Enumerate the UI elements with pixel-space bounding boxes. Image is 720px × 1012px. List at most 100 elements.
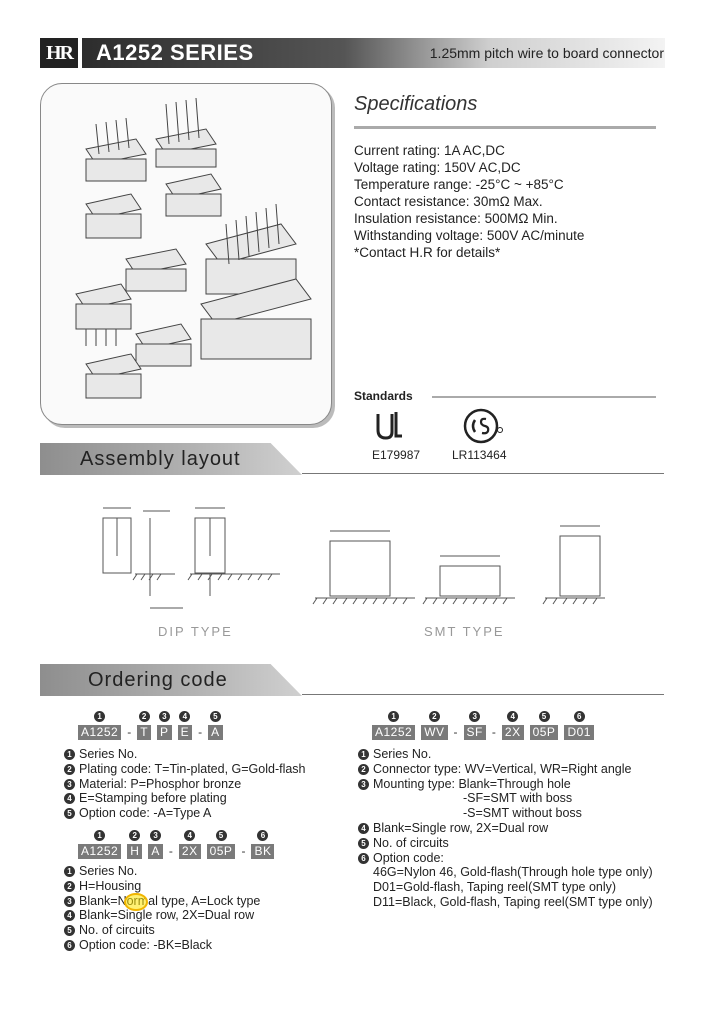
code-separator: - xyxy=(127,725,132,739)
connector-illustrations xyxy=(75,97,312,399)
list-item-text: Blank=Single row, 2X=Dual row xyxy=(373,820,549,835)
list-item-text: Option code: xyxy=(373,850,444,865)
list-item-continuation: D01=Gold-flash, Taping reel(SMT type onl… xyxy=(373,880,617,895)
number-bullet: 6 xyxy=(358,852,369,864)
ordering-divider xyxy=(302,694,664,695)
list-item-text: Connector type: WV=Vertical, WR=Right an… xyxy=(373,761,632,776)
code-number: 1 xyxy=(94,830,106,841)
list-item: 5 No. of circuits xyxy=(358,836,653,851)
number-bullet: 4 xyxy=(64,793,75,805)
number-bullet: 3 xyxy=(64,895,75,907)
code-number: 4 xyxy=(184,830,196,841)
code-separator: - xyxy=(198,725,203,739)
list-item: 3 Mounting type: Blank=Through hole xyxy=(358,777,653,792)
code-number: 5 xyxy=(215,830,227,841)
list-item: 4 E=Stamping before plating xyxy=(64,791,306,806)
code-separator: - xyxy=(241,844,246,858)
code-value: H xyxy=(127,844,143,859)
code-number: 3 xyxy=(150,830,162,841)
spec-withstanding-voltage: Withstanding voltage: 500V AC/minute xyxy=(354,228,585,243)
list-item-text: No. of circuits xyxy=(373,835,449,850)
code-value: BK xyxy=(251,844,275,859)
dip-type-label: DIP TYPE xyxy=(158,624,233,639)
code-number: 6 xyxy=(257,830,269,841)
code-number: 1 xyxy=(94,711,106,722)
list-item-text: Mounting type: Blank=Through hole xyxy=(373,776,571,791)
comment-highlight-annotation[interactable] xyxy=(124,893,148,911)
list-item-text: E=Stamping before plating xyxy=(79,791,227,806)
list-item-text: Series No. xyxy=(373,747,432,761)
number-bullet: 1 xyxy=(64,749,75,760)
list-item-continuation: D11=Black, Gold-flash, Taping reel(SMT t… xyxy=(373,894,653,909)
list-item-text: Material: P=Phosphor bronze xyxy=(79,776,242,791)
list-item: 1 Series No. xyxy=(358,747,653,762)
assembly-divider xyxy=(302,473,664,474)
csa-file-number: LR113464 xyxy=(452,448,507,462)
code-value: A1252 xyxy=(78,725,122,740)
code-value: A1252 xyxy=(78,844,122,859)
code-number: 5 xyxy=(538,711,550,722)
code-value: 05P xyxy=(206,844,236,859)
code-number: 6 xyxy=(573,711,585,722)
list-item-continuation: 46G=Nylon 46, Gold-flash(Through hole ty… xyxy=(373,865,653,880)
specifications-divider xyxy=(354,126,656,129)
csa-certification-icon xyxy=(463,408,503,444)
number-bullet: 3 xyxy=(358,778,369,790)
product-photo xyxy=(40,83,332,425)
code-value: T xyxy=(137,725,152,740)
code-separator: - xyxy=(168,844,173,858)
code-separator: - xyxy=(491,725,496,739)
code-value: E xyxy=(177,725,193,740)
code-value: 2X xyxy=(178,844,201,859)
code-number: 2 xyxy=(129,830,141,841)
assembly-drawings xyxy=(102,507,605,609)
list-item-text: No. of circuits xyxy=(79,923,155,938)
specifications-list: Current rating: 1A AC,DC Voltage rating:… xyxy=(354,142,584,261)
code-separator: - xyxy=(453,725,458,739)
list-item-text: Option code: -A=Type A xyxy=(79,806,212,821)
code-number: 4 xyxy=(179,711,191,722)
list-item-text: H=Housing xyxy=(79,878,142,893)
code-value: SF xyxy=(463,725,486,740)
spec-contact-note: *Contact H.R for details* xyxy=(354,245,501,260)
ul-recognized-icon xyxy=(376,412,402,440)
code-value: 2X xyxy=(501,725,524,740)
number-bullet: 2 xyxy=(358,763,369,775)
ul-file-number: E179987 xyxy=(372,448,421,462)
spec-contact-resistance: Contact resistance: 30mΩ Max. xyxy=(354,194,543,209)
list-item: 6 Option code: xyxy=(358,851,653,866)
list-item-text: Option code: -BK=Black xyxy=(79,937,213,952)
assembly-layout-title: Assembly layout xyxy=(80,448,241,470)
number-bullet: 2 xyxy=(64,763,75,775)
code-value: 05P xyxy=(529,725,559,740)
list-item-text: Blank=Single row, 2X=Dual row xyxy=(79,908,255,923)
company-logo: HR xyxy=(40,38,78,68)
list-item-text: Series No. xyxy=(79,864,138,878)
spec-current: Current rating: 1A AC,DC xyxy=(354,143,505,158)
number-bullet: 1 xyxy=(358,749,369,760)
number-bullet: 5 xyxy=(358,837,369,849)
specifications-title: Specifications xyxy=(354,93,478,115)
code-value: A1252 xyxy=(372,725,416,740)
